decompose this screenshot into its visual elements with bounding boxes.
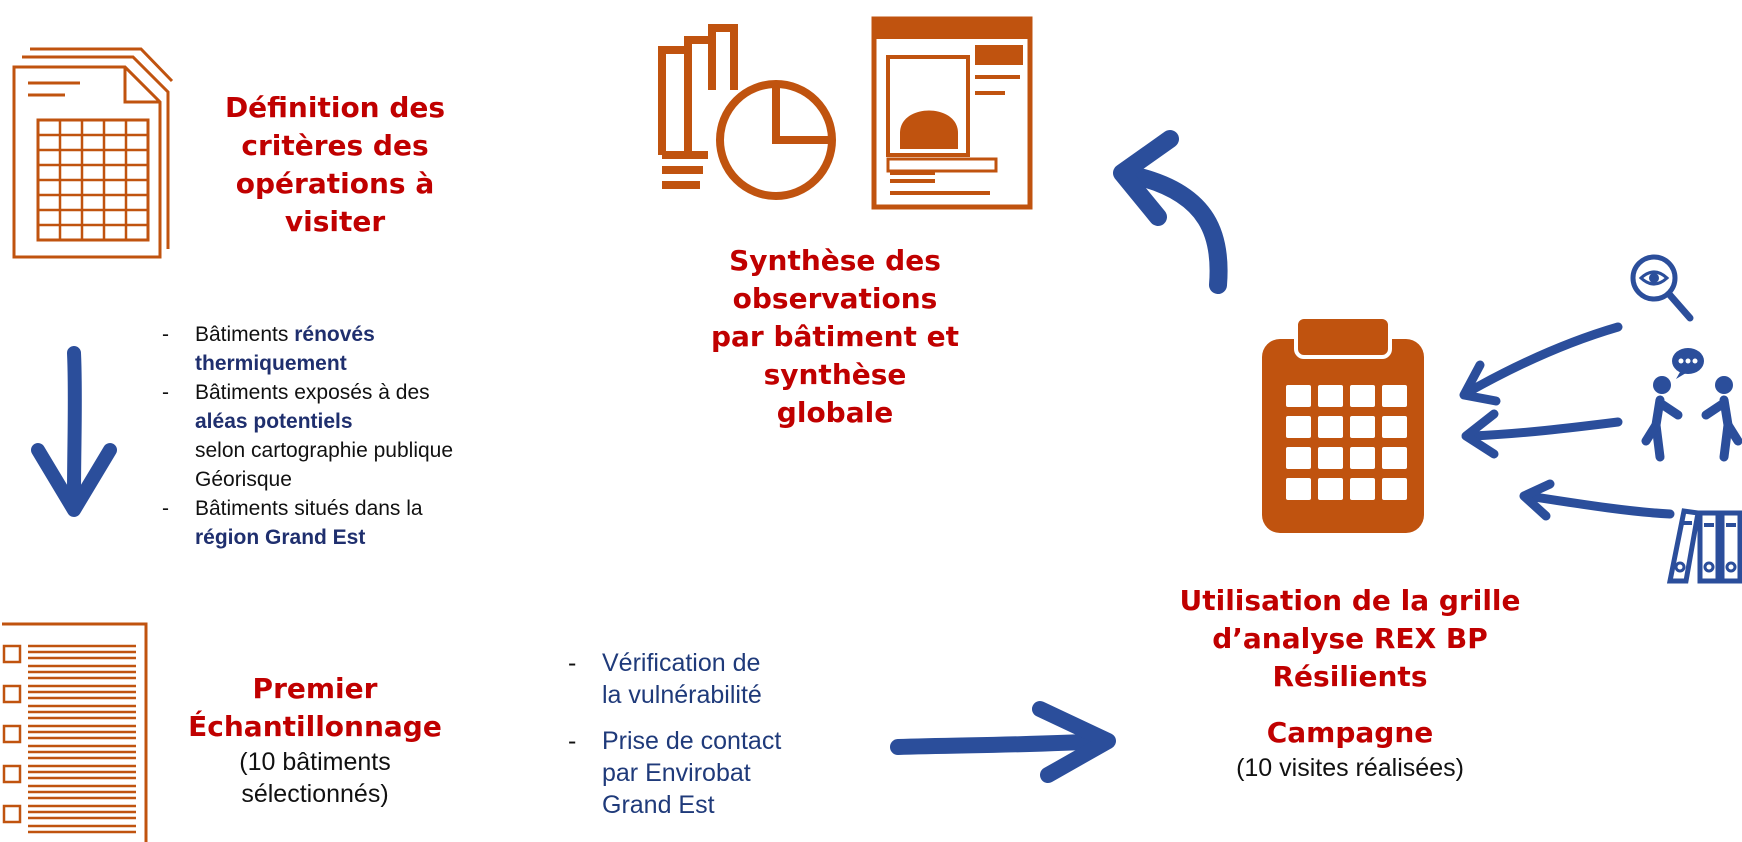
title-line: par bâtiment et [710, 320, 960, 353]
criteria-text: Bâtiments [195, 323, 295, 346]
people-discussion-icon [1641, 348, 1742, 462]
action-text: par Envirobat [602, 759, 751, 787]
criteria-item: Bâtiments situés dans la région Grand Est [160, 494, 540, 552]
curved-up-left-arrow [1113, 130, 1228, 294]
title-line: Synthèse des [729, 244, 941, 277]
right-arrow [890, 701, 1116, 783]
criteria-definition-title: Définition des critères des opérations à… [210, 89, 460, 241]
criteria-item: Bâtiments rénovés thermiquement [160, 320, 540, 378]
grid-title-line: Résilients [1272, 660, 1428, 693]
analysis-grid-block: Utilisation de la grille d’analyse REX B… [1160, 582, 1540, 784]
criteria-item: Bâtiments exposés à des aléas potentiels s… [160, 378, 540, 494]
actions-list: Vérification de la vulnérabilité Prise de… [565, 647, 885, 835]
bar-pie-chart-icon [658, 24, 836, 200]
grid-title-line: Utilisation de la grille [1179, 584, 1521, 617]
criteria-text: selon cartographie publique [195, 439, 454, 462]
sampling-title: Échantillonnage [188, 710, 442, 743]
title-line: observations [732, 282, 938, 315]
action-text: la vulnérabilité [602, 681, 762, 709]
sampling-subtitle: sélectionnés) [241, 780, 389, 808]
arrow-from-observation [1459, 322, 1623, 406]
action-text: Vérification de [602, 649, 761, 677]
binders-icon [1666, 508, 1742, 584]
criteria-text: Géorisque [195, 468, 292, 491]
title-line: visiter [284, 205, 386, 238]
campaign-title: Campagne [1266, 716, 1434, 749]
title-line: globale [776, 396, 894, 429]
grid-title-line: d’analyse REX BP [1212, 622, 1488, 655]
arrow-from-interview [1461, 409, 1623, 459]
clipboard-grid-icon [1262, 315, 1424, 533]
synthesis-title: Synthèse des observations par bâtiment e… [690, 242, 980, 432]
campaign-subtitle: (10 visites réalisées) [1236, 754, 1464, 782]
criteria-emphasis: rénovés [294, 323, 375, 346]
criteria-emphasis: thermiquement [195, 352, 347, 375]
spreadsheet-document-icon [12, 47, 174, 259]
title-line: synthèse [763, 358, 907, 391]
title-line: Définition des [224, 91, 446, 124]
criteria-list: Bâtiments rénovés thermiquement Bâtiments… [160, 320, 540, 552]
down-arrow [31, 346, 117, 517]
title-line: critères des [241, 129, 429, 162]
magnifier-eye-icon [1630, 254, 1694, 322]
checklist-document-icon [2, 622, 148, 842]
arrow-from-documents [1519, 479, 1675, 521]
report-document-icon [871, 16, 1033, 210]
action-item: Vérification de la vulnérabilité [565, 647, 885, 711]
first-sampling-block: Premier Échantillonnage (10 bâtiments sé… [180, 670, 450, 810]
title-line: opérations à [235, 167, 435, 200]
action-text: Prise de contact [602, 727, 782, 755]
criteria-emphasis: région Grand Est [195, 526, 366, 549]
criteria-emphasis: aléas potentiels [195, 410, 353, 433]
sampling-title: Premier [252, 672, 378, 705]
criteria-text: Bâtiments situés dans la [195, 497, 423, 520]
sampling-subtitle: (10 bâtiments [239, 748, 391, 776]
criteria-text: Bâtiments exposés à des [195, 381, 430, 404]
action-text: Grand Est [602, 791, 715, 819]
